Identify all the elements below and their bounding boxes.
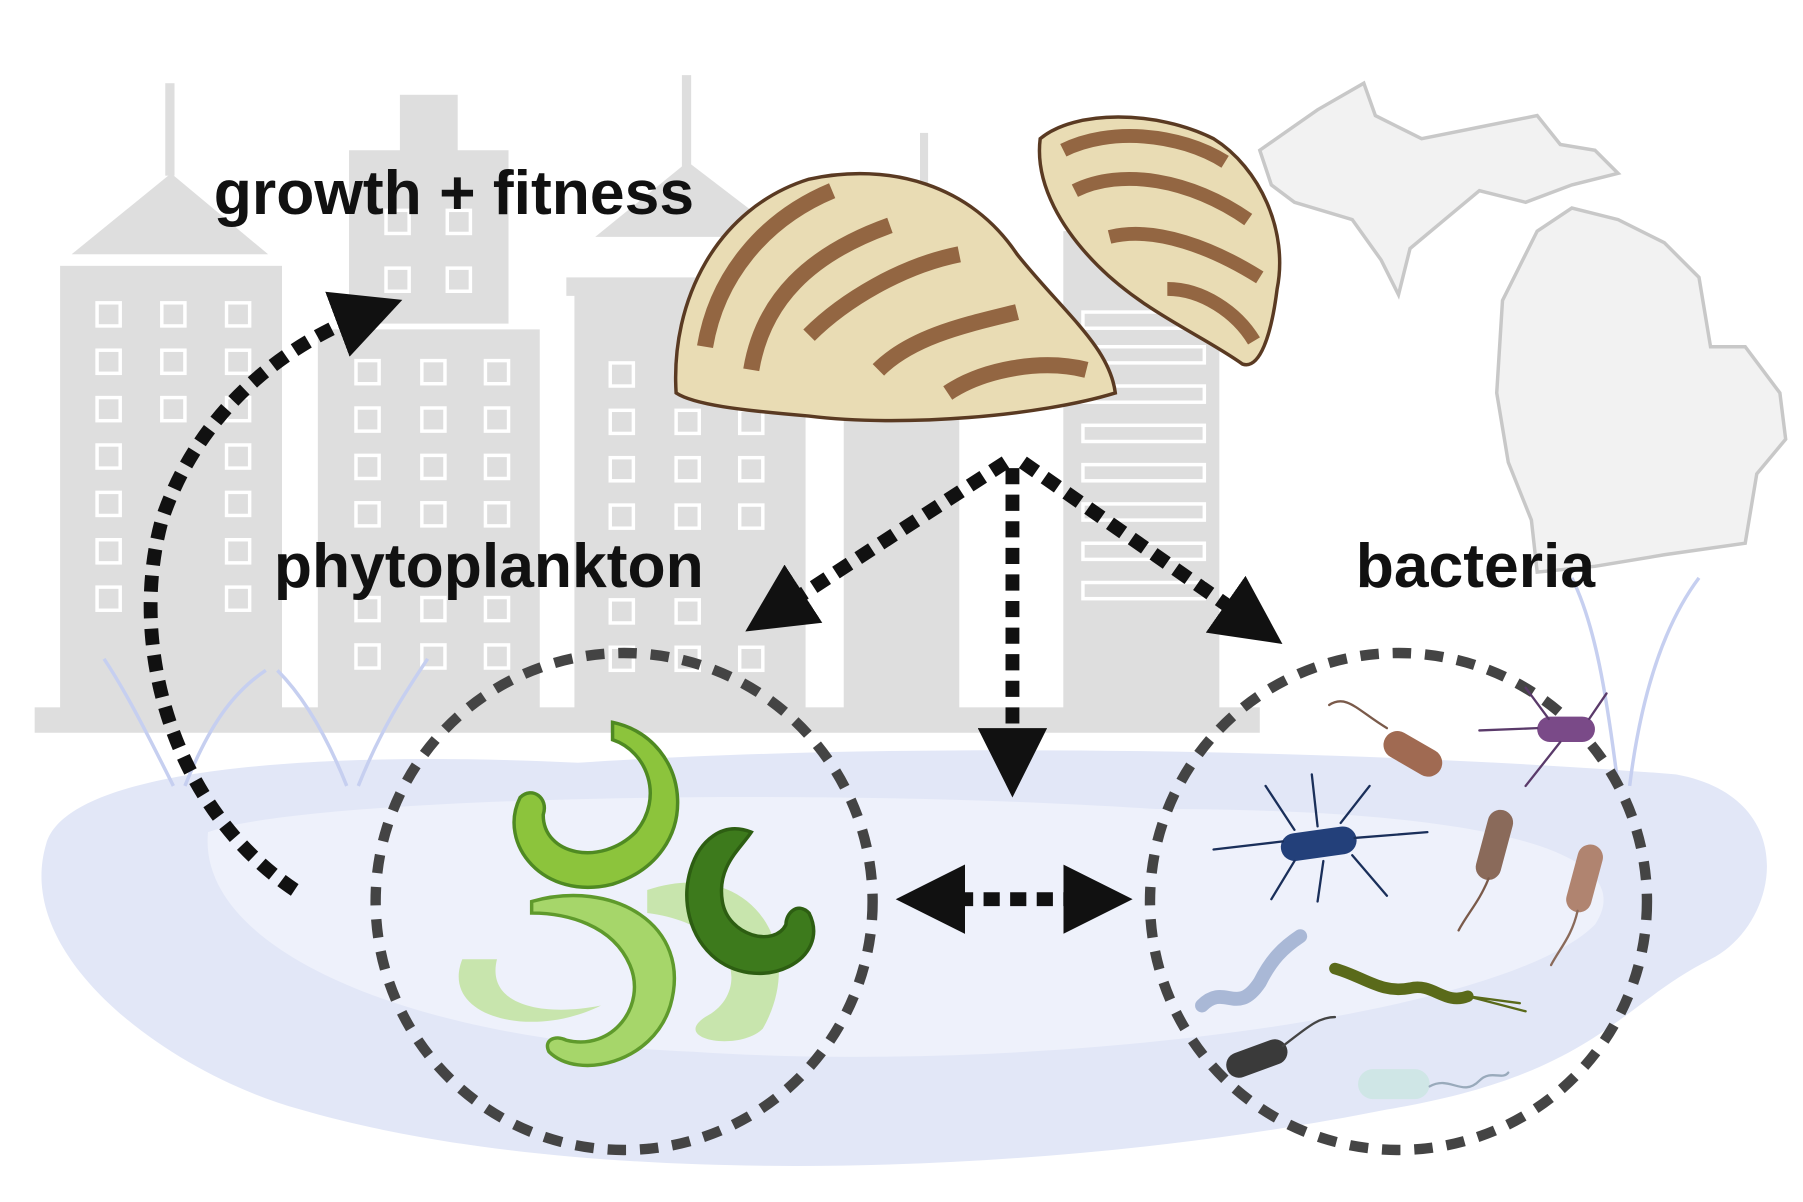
bacteria-circle xyxy=(1144,647,1653,1156)
bacteria-cells xyxy=(1195,686,1608,1100)
arrows xyxy=(143,291,1283,934)
arrow-growth-fitness xyxy=(143,291,403,896)
label-growth-fitness: growth + fitness xyxy=(214,159,694,228)
michigan-map xyxy=(1257,80,1788,575)
phytoplankton-algae xyxy=(458,720,816,1068)
label-bacteria: bacteria xyxy=(1356,532,1597,601)
zebra-mussels xyxy=(673,115,1282,423)
arrow-to-phytoplankton xyxy=(745,456,1010,632)
phytoplankton-circle xyxy=(370,647,878,1156)
label-phytoplankton: phytoplankton xyxy=(274,532,704,601)
arrow-to-bacteria xyxy=(1018,456,1283,644)
